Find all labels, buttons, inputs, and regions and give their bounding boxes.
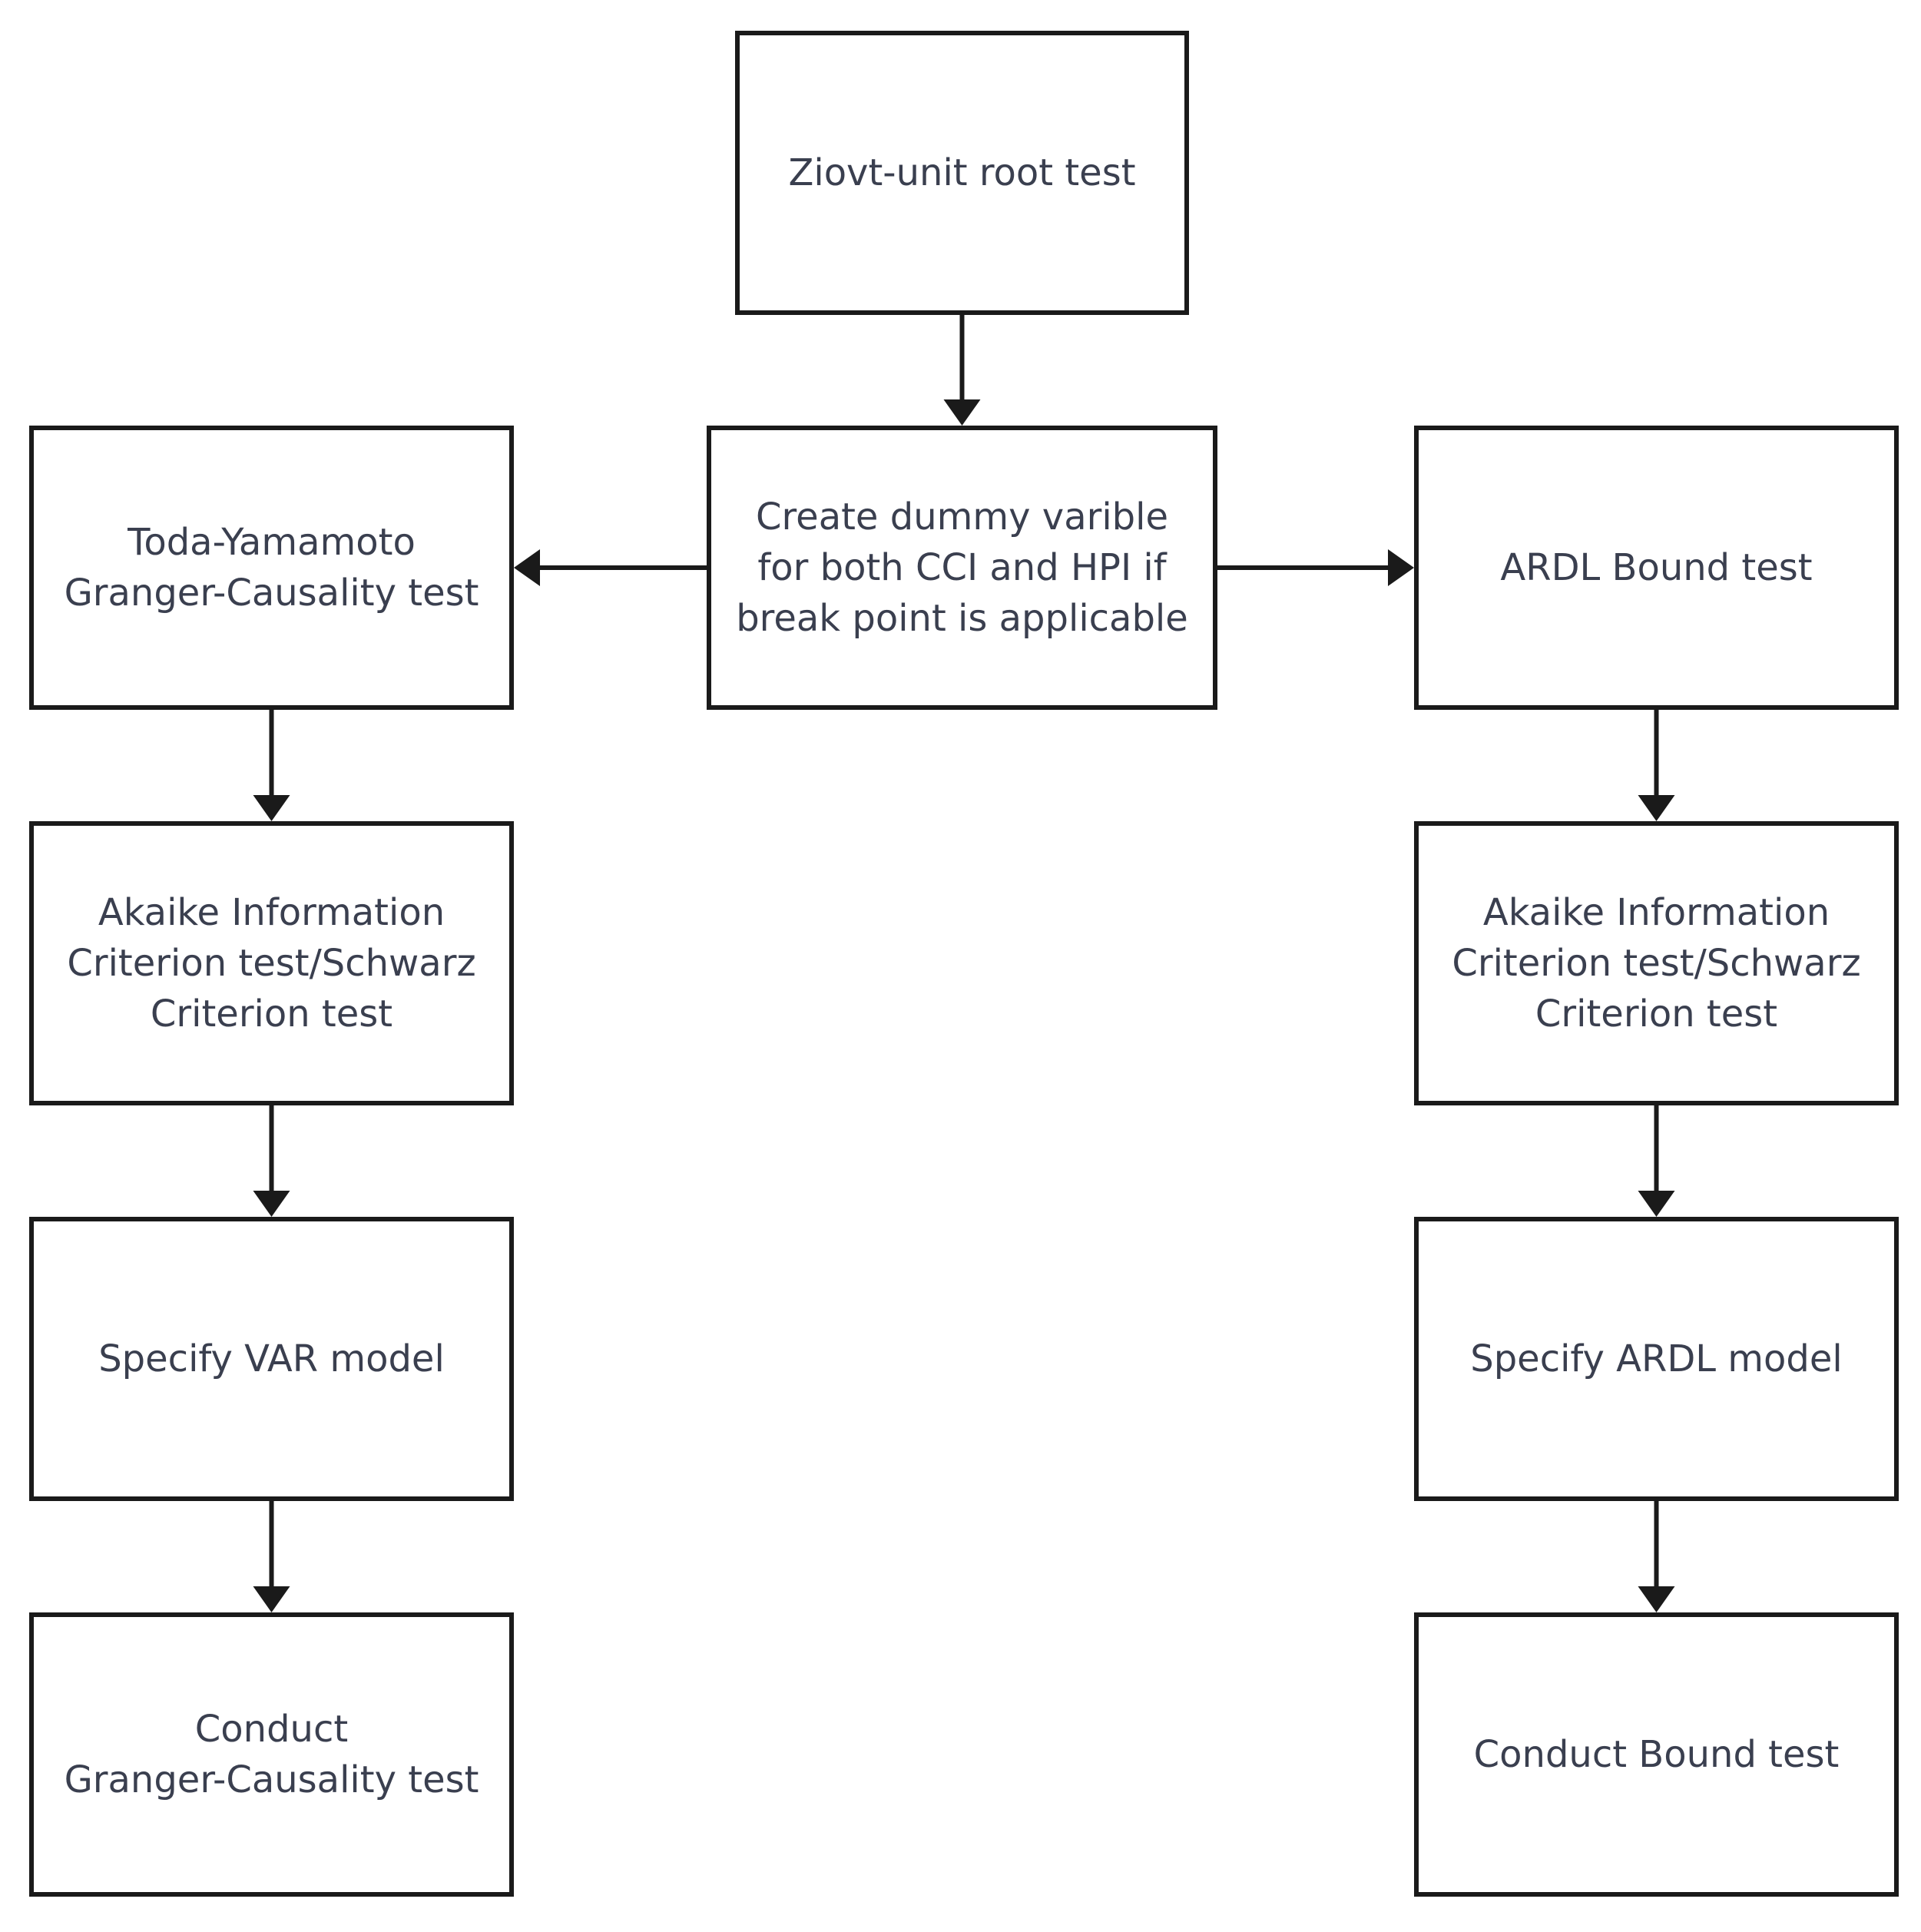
node-line: break point is applicable xyxy=(736,597,1188,640)
node-line: ARDL Bound test xyxy=(1500,546,1813,589)
node-toda-yamamoto-test: Toda-Yamamoto Granger-Causality test xyxy=(29,426,514,710)
node-label: Akaike Information Criterion test/Schwar… xyxy=(1436,887,1876,1039)
arrowhead-dummy-to-ardl-bound xyxy=(1388,549,1414,586)
node-conduct-bound-test: Conduct Bound test xyxy=(1414,1612,1899,1897)
node-line: Create dummy varible xyxy=(755,495,1169,539)
node-line: for both CCI and HPI if xyxy=(757,546,1167,589)
arrowhead-var-to-granger xyxy=(253,1586,290,1612)
arrowhead-ardl-bound-to-aic-right xyxy=(1638,795,1675,821)
arrowhead-aic-left-to-var xyxy=(253,1191,290,1217)
node-label: Conduct Bound test xyxy=(1459,1729,1855,1780)
node-aic-schwarz-left: Akaike Information Criterion test/Schwar… xyxy=(29,821,514,1105)
node-label: Specify ARDL model xyxy=(1455,1334,1858,1384)
node-label: Specify VAR model xyxy=(83,1334,460,1384)
node-label: Create dummy varible for both CCI and HP… xyxy=(720,492,1204,644)
node-zivot-unit-root-test: Ziovt-unit root test xyxy=(735,31,1189,315)
node-line: Granger-Causality test xyxy=(64,572,479,615)
node-line: Specify ARDL model xyxy=(1470,1337,1843,1380)
arrowhead-toda-to-aic-left xyxy=(253,795,290,821)
node-line: Conduct xyxy=(194,1708,349,1751)
node-line: Criterion test/Schwarz xyxy=(67,942,476,985)
node-label: Ziovt-unit root test xyxy=(773,147,1151,198)
node-line: Conduct Bound test xyxy=(1473,1733,1840,1776)
node-conduct-granger-causality: Conduct Granger-Causality test xyxy=(29,1612,514,1897)
node-line: Akaike Information xyxy=(1482,891,1830,934)
node-line: Ziovt-unit root test xyxy=(788,151,1136,194)
node-line: Granger-Causality test xyxy=(64,1758,479,1801)
node-ardl-bound-test: ARDL Bound test xyxy=(1414,426,1899,710)
node-line: Akaike Information xyxy=(98,891,445,934)
node-specify-var-model: Specify VAR model xyxy=(29,1217,514,1501)
node-line: Toda-Yamamoto xyxy=(128,521,416,564)
node-label: Toda-Yamamoto Granger-Causality test xyxy=(49,517,495,618)
node-line: Criterion test/Schwarz xyxy=(1452,942,1861,985)
node-line: Specify VAR model xyxy=(98,1337,445,1380)
node-label: Akaike Information Criterion test/Schwar… xyxy=(51,887,491,1039)
arrowhead-aic-right-to-ardl-model xyxy=(1638,1191,1675,1217)
node-label: ARDL Bound test xyxy=(1485,542,1827,593)
node-line: Criterion test xyxy=(150,993,393,1036)
node-aic-schwarz-right: Akaike Information Criterion test/Schwar… xyxy=(1414,821,1899,1105)
node-line: Criterion test xyxy=(1535,993,1778,1036)
node-label: Conduct Granger-Causality test xyxy=(49,1704,495,1805)
arrowhead-ardl-model-to-bound xyxy=(1638,1586,1675,1612)
arrowhead-dummy-to-toda xyxy=(514,549,540,586)
arrowhead-zivot-to-dummy xyxy=(943,399,981,426)
node-create-dummy-variable: Create dummy varible for both CCI and HP… xyxy=(707,426,1217,710)
node-specify-ardl-model: Specify ARDL model xyxy=(1414,1217,1899,1501)
